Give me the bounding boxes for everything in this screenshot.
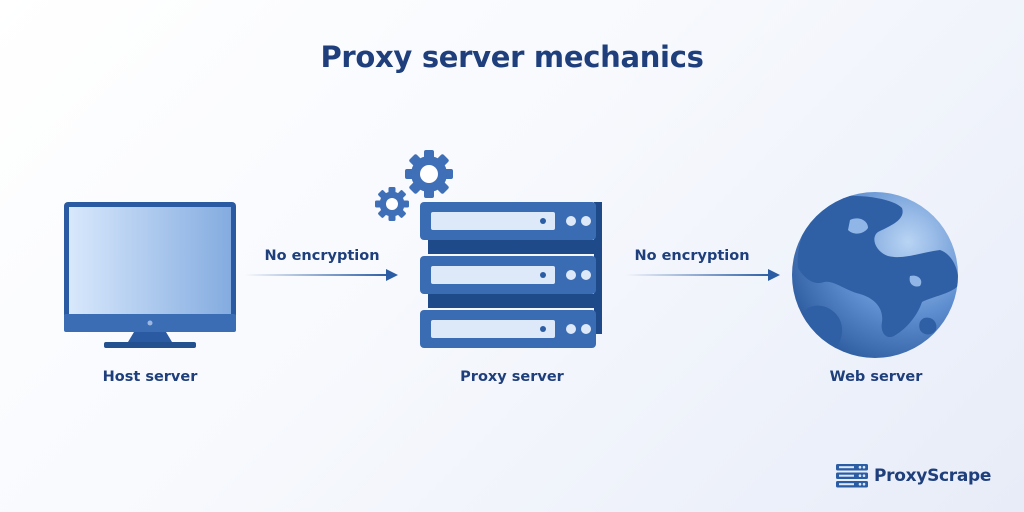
brand-logo: ProxyScrape (836, 463, 991, 489)
web-server-node (790, 190, 960, 360)
edge-label-proxy-to-web: No encryption (634, 248, 750, 264)
host-server-node (62, 202, 238, 350)
arrow-host-to-proxy (244, 269, 398, 281)
server-rack-icon (375, 150, 602, 348)
proxy-server-node (372, 146, 612, 352)
edge-label-host-to-proxy: No encryption (264, 248, 380, 264)
web-server-label: Web server (829, 369, 923, 385)
globe-icon (792, 192, 958, 358)
brand-name: ProxyScrape (874, 466, 992, 486)
proxy-server-label: Proxy server (460, 369, 564, 385)
arrow-proxy-to-web (626, 269, 780, 281)
gear-icon (375, 150, 453, 221)
server-stack-logo-icon (836, 464, 868, 488)
host-server-label: Host server (102, 369, 198, 385)
monitor-icon (64, 202, 236, 348)
diagram-title: Proxy server mechanics (320, 40, 704, 74)
